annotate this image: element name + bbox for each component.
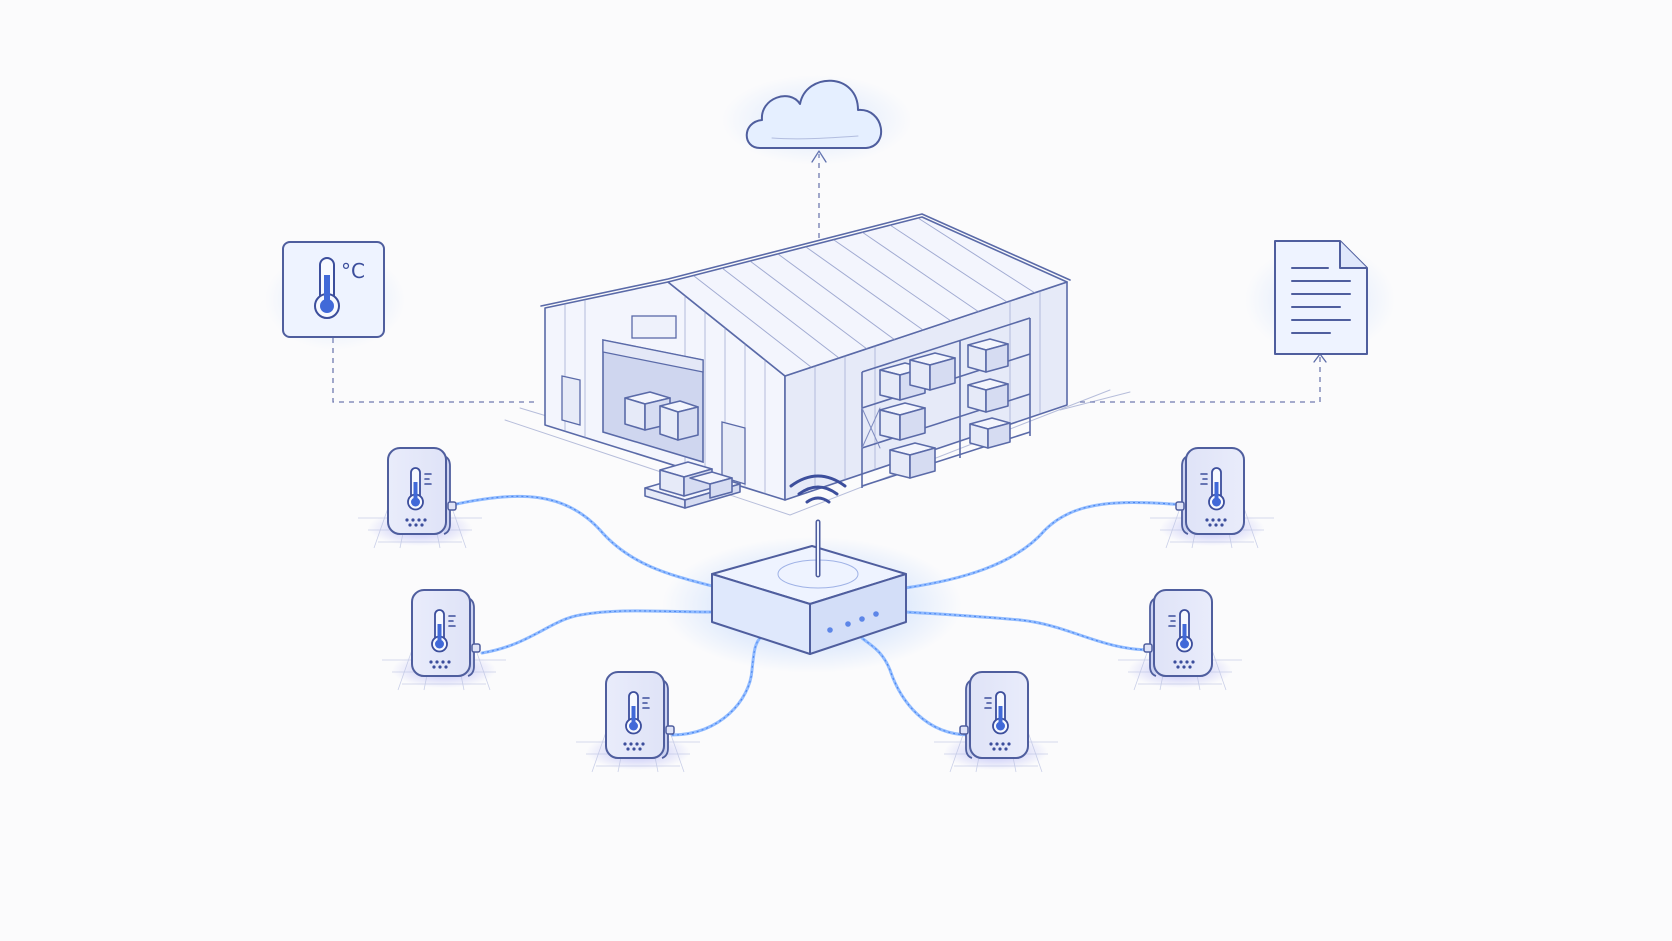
temperature-sensor-6	[1150, 447, 1274, 549]
temperature-sensor-2	[382, 589, 506, 691]
cloud-icon	[745, 79, 883, 149]
side-door-left	[561, 375, 581, 426]
pallet-boxes	[644, 461, 741, 509]
connector-temperature-card	[332, 338, 535, 403]
gateway-side	[809, 573, 907, 655]
temperature-sensor-4	[934, 671, 1058, 773]
gateway-indicator-lights	[827, 611, 879, 633]
report-document	[1245, 240, 1395, 355]
temperature-card: °C	[265, 241, 405, 350]
warehouse-sign	[631, 315, 677, 339]
document-icon	[1274, 240, 1368, 355]
warehouse	[504, 213, 1131, 516]
roof-corrugation	[693, 217, 1036, 368]
warehouse-roof	[667, 216, 1068, 377]
temperature-sensor-1	[358, 447, 482, 549]
boxes-inside-door	[624, 391, 699, 441]
thermometer-icon	[314, 257, 340, 319]
connector-report	[1080, 356, 1321, 403]
loading-door-shutter	[602, 339, 704, 373]
storage-racks	[861, 317, 1031, 488]
celsius-unit-label: °C	[341, 259, 365, 283]
document-lines	[1291, 267, 1351, 334]
cloud	[722, 75, 912, 165]
side-wall-cladding	[814, 290, 1041, 491]
sensors	[358, 447, 1274, 773]
temperature-sensor-3	[576, 671, 700, 773]
gateway	[662, 474, 962, 673]
temperature-sensor-5	[1118, 589, 1242, 691]
wireless-signal-icon	[789, 474, 847, 504]
side-door-front	[721, 421, 746, 485]
warehouse-ground-lines	[504, 389, 1131, 516]
